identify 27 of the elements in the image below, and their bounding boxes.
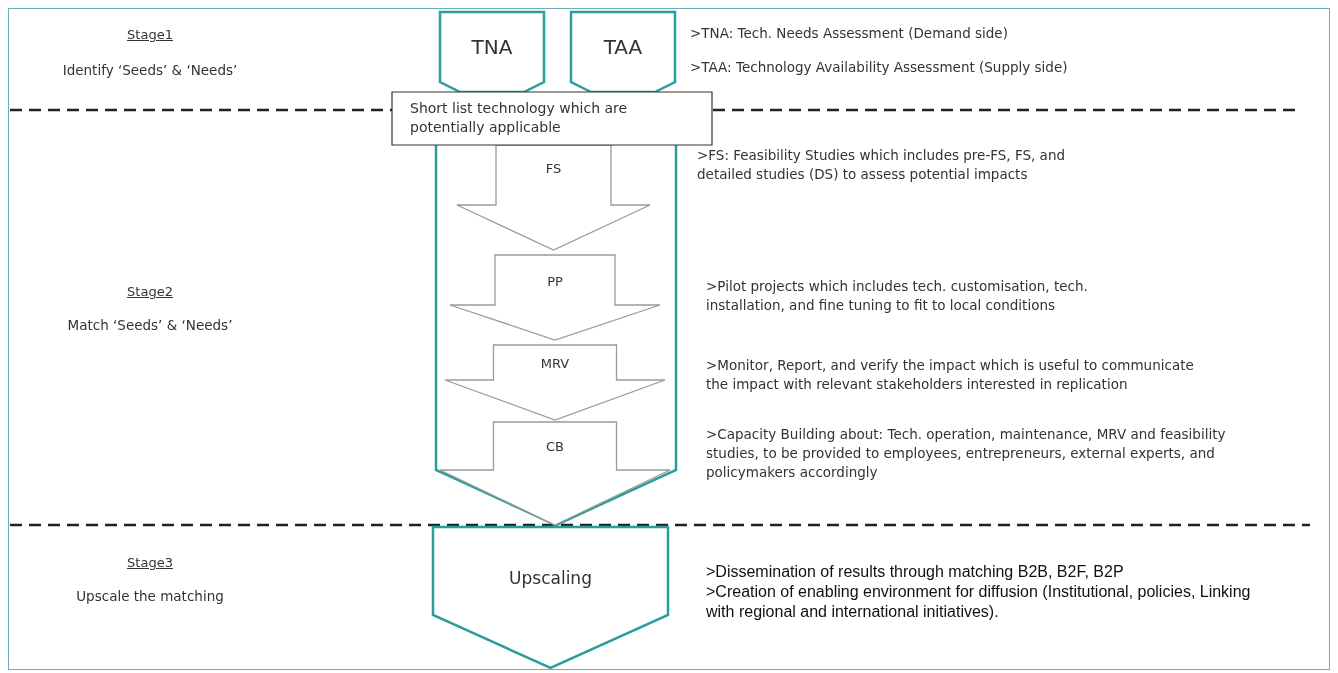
node-label: TAA: [602, 34, 644, 61]
stage-heading: Stage2: [126, 284, 174, 299]
stage-description: Identify ‘Seeds’ & ‘Needs’: [61, 62, 239, 78]
stage-description: Match ‘Seeds’ & ‘Needs’: [66, 317, 234, 333]
step-shape: [457, 145, 650, 250]
step-shape: [440, 422, 670, 525]
description-text: >Monitor, Report, and verify the impact which is useful to communicate the impact with relevant stakeholders interested in replication: [706, 356, 1195, 394]
description-text: >TAA: Technology Availability Assessment (Supply side): [690, 58, 1069, 77]
node-label: TNA: [470, 34, 514, 61]
node-label: CB: [545, 438, 565, 456]
stage-description: Upscale the matching: [75, 588, 225, 604]
step-shape: [450, 255, 660, 340]
node-label: Upscaling: [508, 567, 593, 590]
stage-heading: Stage1: [126, 27, 174, 42]
step-shape: [445, 345, 665, 420]
description-text: >TNA: Tech. Needs Assessment (Demand side): [690, 24, 1009, 43]
description-text: >Creation of enabling environment for diffusion (Institutional, policies, Linking with regional and international initiatives).: [706, 582, 1252, 622]
node-label: Short list technology which are potentially applicable: [410, 99, 629, 137]
node-label: PP: [546, 273, 564, 291]
description-text: >Dissemination of results through matching B2B, B2F, B2P: [706, 562, 1125, 582]
node-label: MRV: [539, 355, 571, 373]
description-text: >FS: Feasibility Studies which includes pre-FS, FS, and detailed studies (DS) to assess potential impacts: [697, 146, 1066, 184]
description-text: >Capacity Building about: Tech. operation, maintenance, MRV and feasibility studies, to be provided to employees, entrepreneurs, external experts, and policymakers accordingly: [706, 425, 1227, 482]
text-box: [392, 92, 712, 145]
stage-heading: Stage3: [126, 555, 174, 570]
description-text: >Pilot projects which includes tech. customisation, tech. installation, and fine tuning to fit to local conditions: [706, 277, 1089, 315]
node-label: FS: [544, 160, 563, 178]
